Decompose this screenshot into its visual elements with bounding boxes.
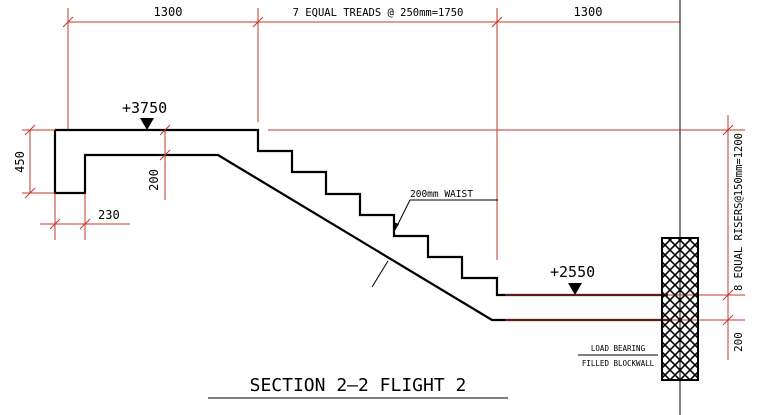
dim-slab-thickness: 200 (147, 169, 161, 191)
drawing-title: SECTION 2—2 FLIGHT 2 (250, 375, 467, 396)
blockwall (661, 237, 699, 381)
left-width-dimension (40, 193, 130, 240)
dim-left-width: 230 (98, 208, 120, 222)
right-riser-dimension (722, 115, 734, 360)
blockwall-label-line2: FILLED BLOCKWALL (582, 359, 655, 368)
blockwall-label-line1: LOAD BEARING (591, 344, 646, 353)
level-triangle-lower-icon (568, 283, 582, 295)
level-triangle-upper-icon (140, 118, 154, 130)
dim-top-middle: 7 EQUAL TREADS @ 250mm=1750 (293, 7, 464, 19)
dim-top-left: 1300 (154, 5, 183, 19)
level-marker-upper (140, 118, 154, 130)
top-dimension-chain (62, 8, 680, 260)
level-marker-lower (568, 283, 582, 295)
waist-label: 200mm WAIST (410, 189, 473, 200)
waist-leader (371, 199, 498, 288)
dim-right-risers: 8 EQUAL RISERS@150mm=1200 (733, 133, 745, 291)
dim-right-bottom: 200 (732, 332, 745, 352)
level-upper: +3750 (122, 99, 167, 117)
dim-top-right: 1300 (574, 5, 603, 19)
left-height-dimension (22, 124, 55, 199)
slab-thickness-dimension (159, 124, 171, 200)
level-lower: +2550 (550, 263, 595, 281)
dim-left-height: 450 (13, 151, 27, 173)
